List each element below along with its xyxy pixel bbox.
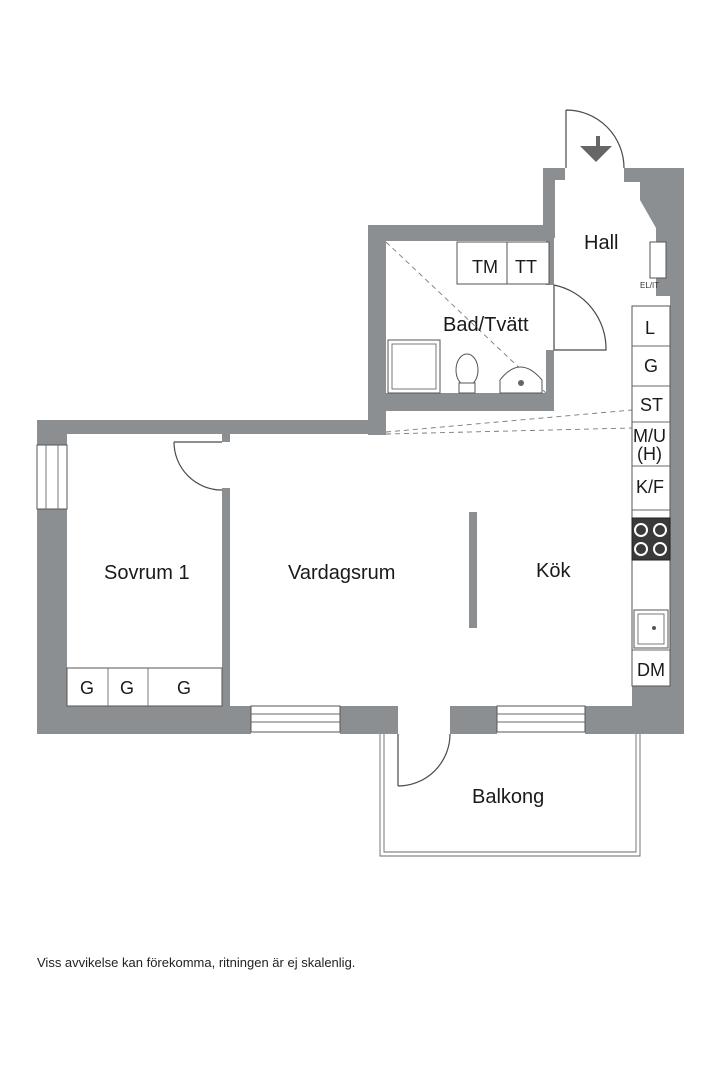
- room-label-kitchen: Kök: [536, 560, 571, 582]
- bedroom-wardrobes: [66, 667, 223, 707]
- kitchen-units: [631, 305, 671, 687]
- dashed-lines: [385, 241, 653, 610]
- room-label-hall: Hall: [584, 232, 618, 254]
- sink: [633, 609, 669, 649]
- balcony-outline: [379, 734, 641, 857]
- walls: [36, 168, 684, 734]
- el-it-cabinet: [649, 241, 667, 279]
- label-tt: TT: [515, 257, 537, 277]
- dryer: [506, 241, 550, 285]
- toilet: [455, 353, 479, 387]
- partition-wall: [469, 512, 477, 628]
- room-label-balcony: Balkong: [472, 786, 544, 808]
- label-kf: K/F: [636, 477, 664, 497]
- label-tm: TM: [472, 257, 498, 277]
- bathroom-fixtures: [387, 241, 550, 394]
- label-wardrobe-2: G: [120, 678, 134, 698]
- label-wardrobe-3: G: [177, 678, 191, 698]
- room-label-bath: Bad/Tvätt: [443, 314, 529, 336]
- windows: [250, 705, 586, 733]
- doors: [173, 109, 625, 787]
- label-el-it: EL/IT: [640, 281, 659, 290]
- label-mu-h: (H): [637, 444, 662, 464]
- label-g: G: [644, 356, 658, 376]
- label-st: ST: [640, 395, 663, 415]
- label-mu: M/U: [633, 426, 666, 446]
- disclaimer-text: Viss avvikelse kan förekomma, ritningen …: [37, 955, 356, 970]
- label-wardrobe-1: G: [80, 678, 94, 698]
- room-label-bedroom: Sovrum 1: [104, 562, 190, 584]
- room-label-living: Vardagsrum: [288, 562, 395, 584]
- entrance-arrow-icon: [580, 136, 612, 162]
- label-l: L: [645, 318, 655, 338]
- shower-tray: [387, 339, 441, 394]
- label-dm: DM: [637, 660, 665, 680]
